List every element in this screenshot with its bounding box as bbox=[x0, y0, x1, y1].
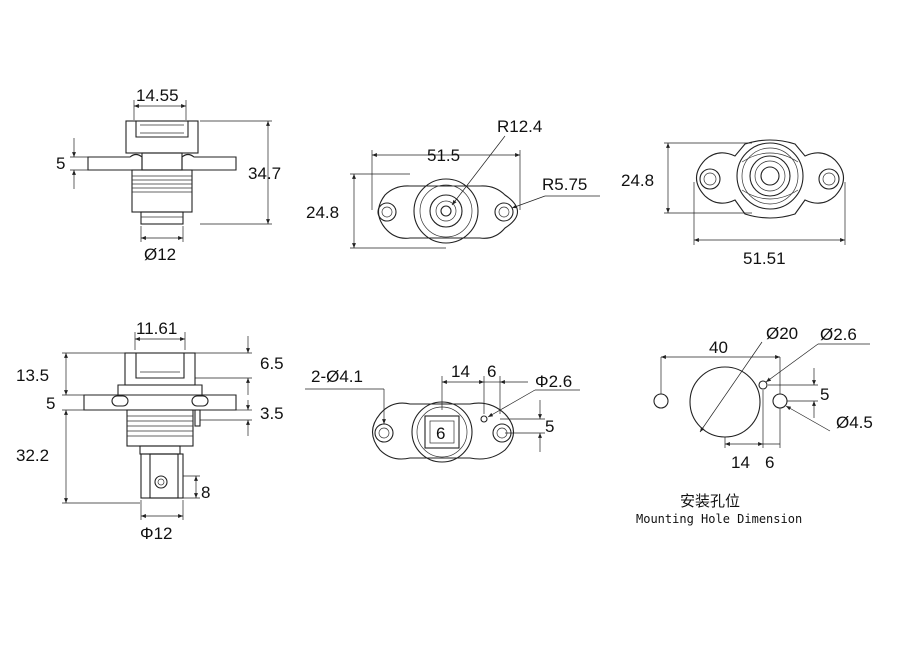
dim-radius-center: R12.4 bbox=[497, 117, 542, 136]
dim-flange: 5 bbox=[46, 394, 55, 413]
dim-top-height: 13.5 bbox=[16, 366, 49, 385]
front-view-bottom: 11.61 13.5 5 32.2 6.5 3.5 8 Φ12 bbox=[16, 319, 284, 543]
dim-length: 51.5 bbox=[427, 146, 460, 165]
dim-right-dia: Ø4.5 bbox=[836, 413, 873, 432]
dim-length: 51.51 bbox=[743, 249, 786, 268]
shaft-hole bbox=[154, 475, 168, 489]
mount-hole-right bbox=[494, 202, 514, 222]
small-hole bbox=[480, 415, 488, 423]
dim-height: 24.8 bbox=[306, 203, 339, 222]
dim-vertical: 5 bbox=[820, 385, 829, 404]
mounting-hole-view: 40 Ø20 Ø2.6 5 Ø4.5 14 6 安装孔位 Mounting Ho… bbox=[636, 324, 873, 526]
dim-right-mid: 3.5 bbox=[260, 404, 284, 423]
flange-outline bbox=[695, 139, 845, 219]
dim-lower-height: 32.2 bbox=[16, 446, 49, 465]
dim-hole: 8 bbox=[201, 483, 210, 502]
dim-slot: 6 bbox=[436, 424, 445, 443]
flange-right bbox=[181, 153, 237, 171]
dim-offset: 6 bbox=[487, 362, 496, 381]
mount-hole-left bbox=[653, 393, 669, 409]
dim-diameter: Ø12 bbox=[144, 245, 176, 264]
flange bbox=[83, 394, 237, 411]
dim-height: 34.7 bbox=[248, 164, 281, 183]
dim-width: 14.55 bbox=[136, 86, 179, 105]
dim-h1: 14 bbox=[731, 453, 750, 472]
top-view-mid: 51.5 24.8 R12.4 R5.75 bbox=[306, 117, 600, 249]
dim-height: 24.8 bbox=[621, 171, 654, 190]
hub-outer bbox=[736, 142, 804, 210]
iso-view-right: 24.8 51.51 bbox=[621, 139, 846, 268]
dim-radius-end: R5.75 bbox=[542, 175, 587, 194]
square-socket bbox=[424, 415, 460, 449]
hub-outer bbox=[413, 178, 479, 244]
dim-h2: 6 bbox=[765, 453, 774, 472]
flange-left bbox=[87, 153, 143, 171]
threaded-body bbox=[126, 409, 194, 447]
dim-span: 40 bbox=[709, 338, 728, 357]
dim-right-top: 6.5 bbox=[260, 354, 284, 373]
dim-diameter: Φ12 bbox=[140, 524, 172, 543]
flange-outline bbox=[377, 185, 519, 239]
dim-spacing: 14 bbox=[451, 362, 470, 381]
mount-hole-left bbox=[699, 168, 721, 190]
dim-small-dia: Ø2.6 bbox=[820, 325, 857, 344]
mount-hole-right bbox=[772, 393, 788, 409]
dim-holes: 2-Ø4.1 bbox=[311, 367, 363, 386]
mount-hole-right bbox=[818, 168, 840, 190]
center-hole bbox=[689, 366, 761, 438]
pin-hole bbox=[758, 380, 768, 390]
dim-width: 11.61 bbox=[136, 319, 177, 338]
top-view-bottom: 2-Ø4.1 14 6 Φ2.6 6 5 bbox=[305, 362, 580, 463]
dim-flange: 5 bbox=[56, 154, 65, 173]
caption-chinese: 安装孔位 bbox=[680, 492, 740, 510]
dim-small-hole: Φ2.6 bbox=[535, 372, 572, 391]
mount-hole-left bbox=[374, 423, 394, 443]
caption-english: Mounting Hole Dimension bbox=[636, 512, 802, 526]
mount-hole-left bbox=[377, 202, 397, 222]
dim-vertical: 5 bbox=[545, 417, 554, 436]
dim-big-dia: Ø20 bbox=[766, 324, 798, 343]
front-view-top: 14.55 5 34.7 Ø12 bbox=[56, 86, 281, 264]
